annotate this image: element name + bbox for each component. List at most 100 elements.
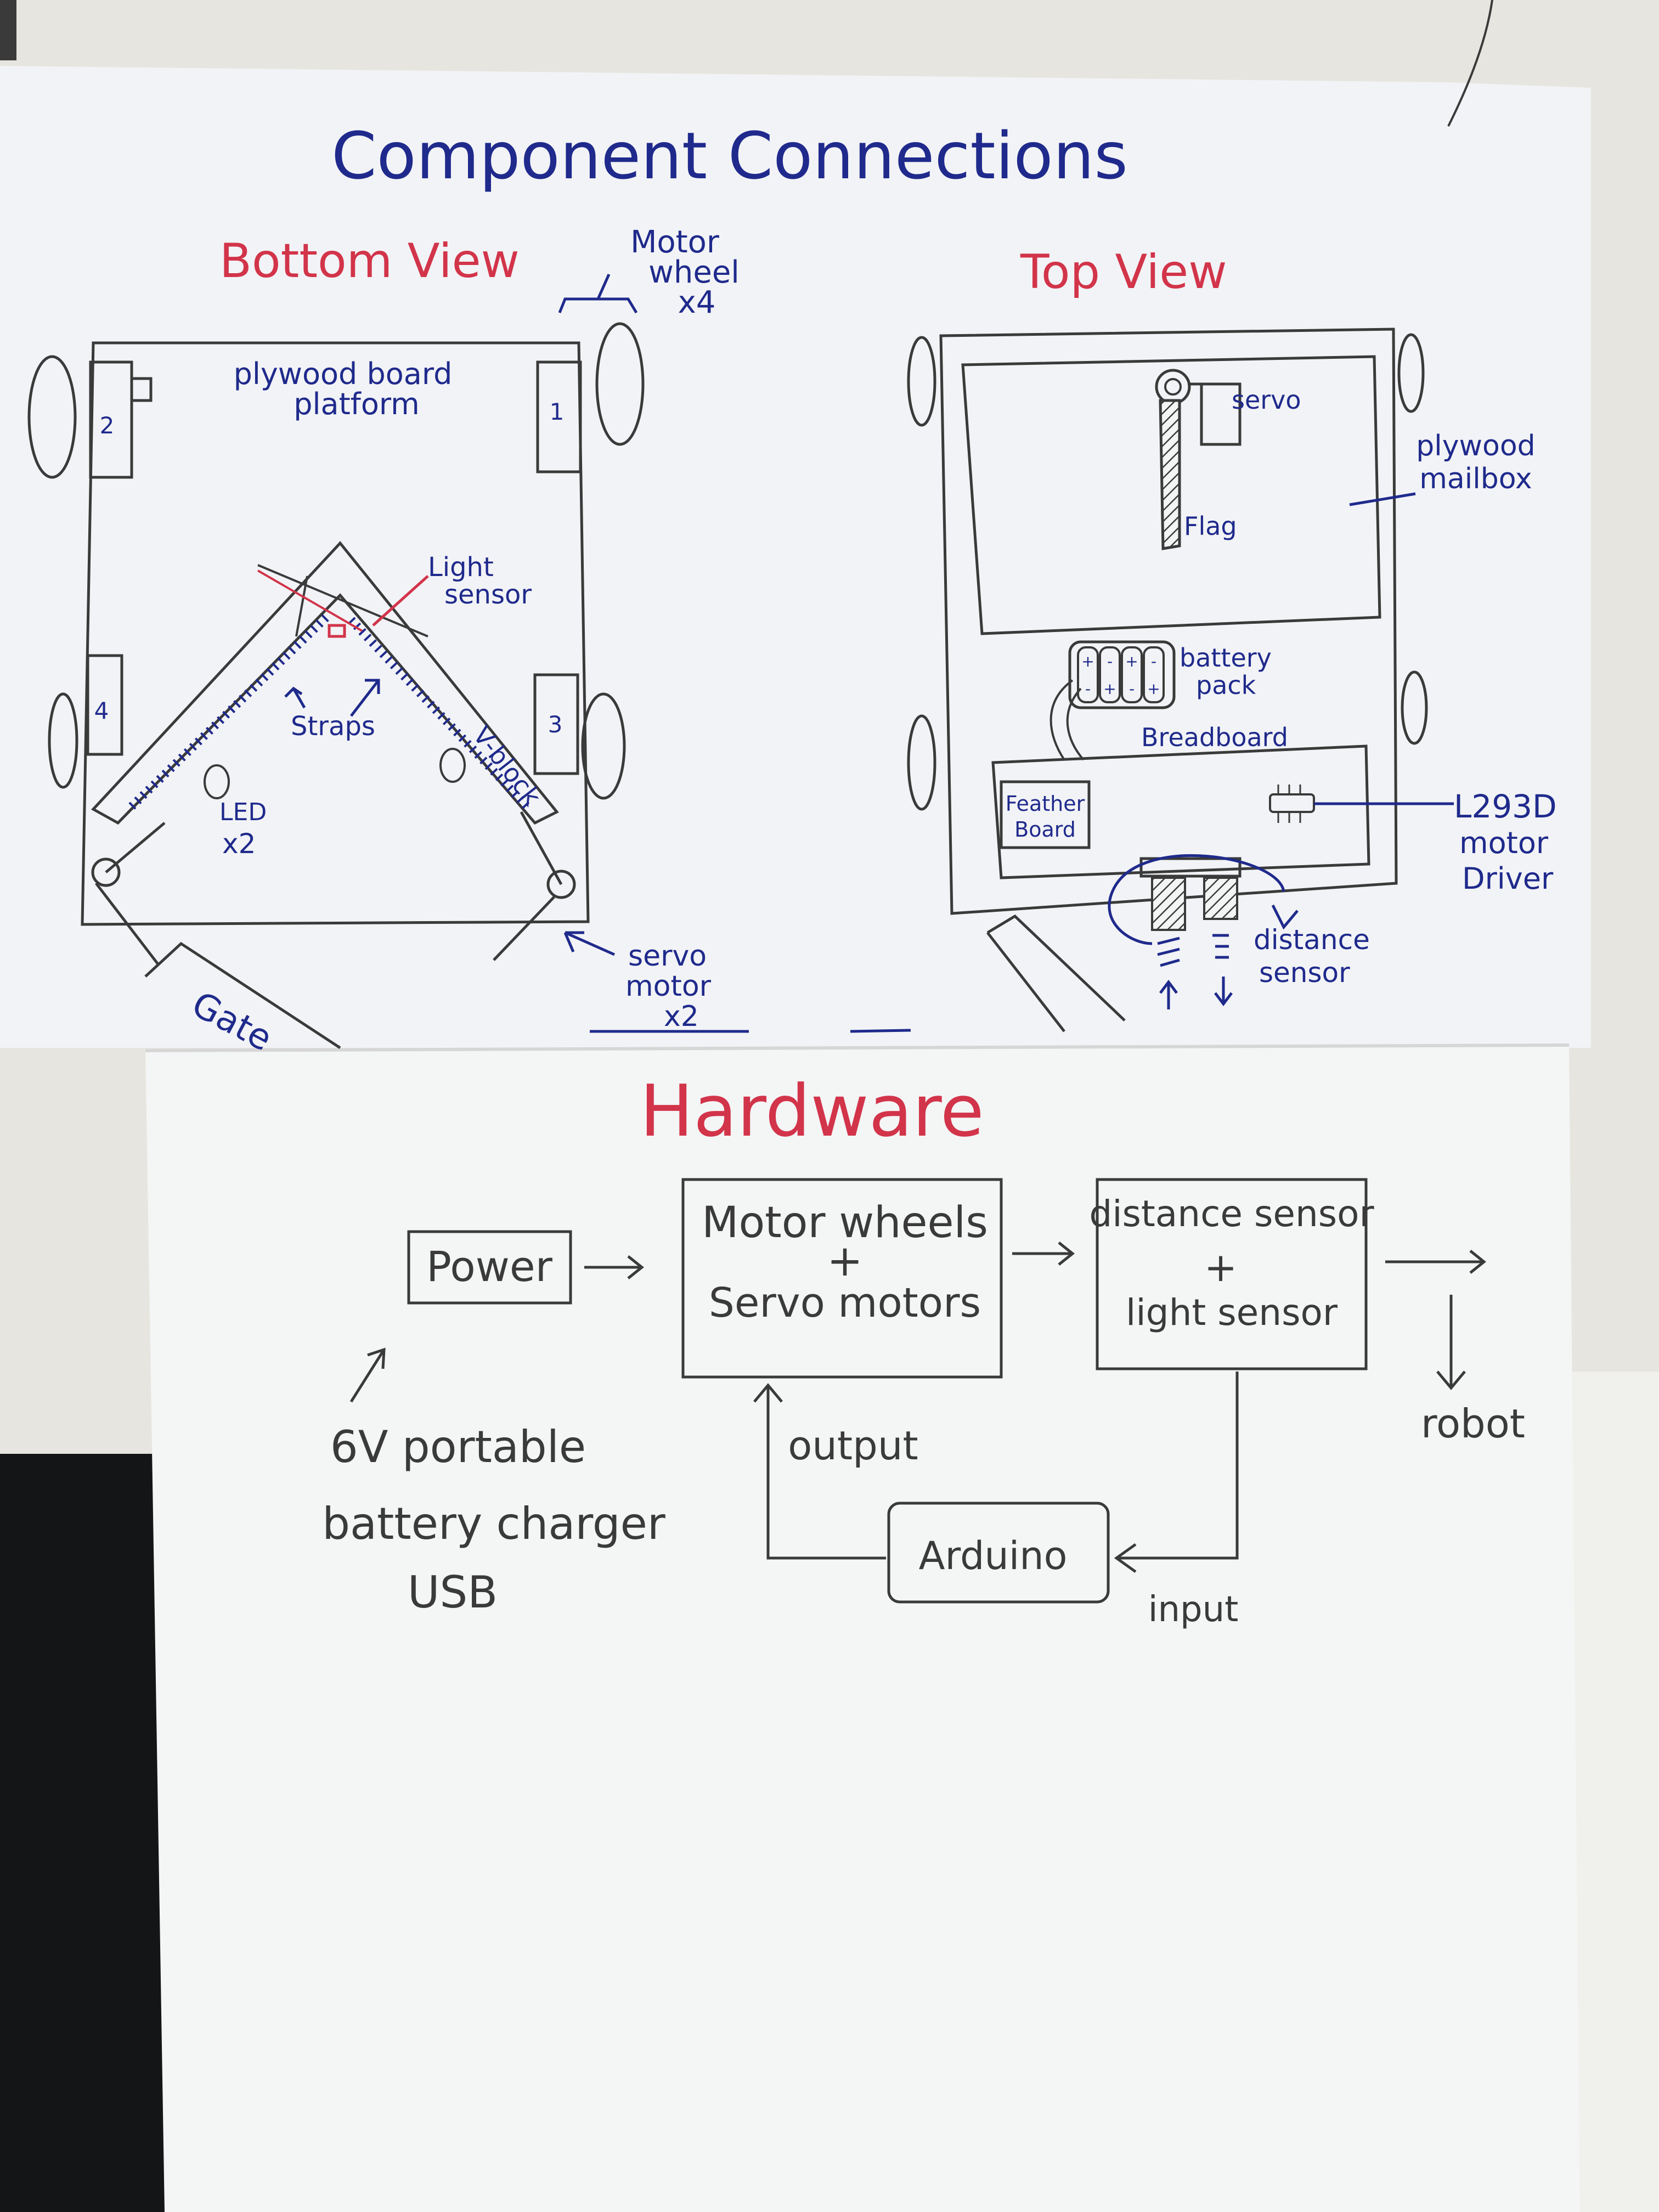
motor-3: 3 bbox=[533, 673, 626, 800]
charger-label-line2: battery charger bbox=[322, 1498, 665, 1549]
bottom-view-diagram: Bottom View Motor wheel x4 plywood board… bbox=[27, 224, 740, 1059]
bottom-paper-sheet bbox=[145, 1043, 1580, 2212]
light-sensor-mark bbox=[328, 624, 346, 638]
motor-number-4: 4 bbox=[94, 697, 109, 724]
servo-left bbox=[91, 822, 166, 967]
straps-arrow-2 bbox=[350, 679, 380, 717]
motors-label-line3: Servo motors bbox=[709, 1279, 981, 1327]
wheel-top-left bbox=[907, 336, 936, 427]
flag-servo-hub-inner bbox=[1164, 378, 1182, 396]
motor-wheel-label-line3: x4 bbox=[678, 285, 716, 320]
distance-sensor-eye-left bbox=[1151, 877, 1186, 931]
arrow-sensors-to-arduino bbox=[1114, 1372, 1239, 1573]
arrow-motors-to-sensors bbox=[1012, 1242, 1075, 1266]
servo-motor-label-line1: servo bbox=[628, 940, 707, 973]
top-servo-label: servo bbox=[1232, 385, 1301, 415]
bottom-view-heading: Bottom View bbox=[219, 234, 520, 289]
battery-sign-5: + bbox=[1125, 652, 1138, 670]
battery-label-line1: battery bbox=[1180, 643, 1272, 673]
led-left bbox=[204, 764, 230, 799]
top-view-diagram: Top View plywood mailbox servo Flag + - … bbox=[590, 245, 1557, 1033]
straps-label: Straps bbox=[291, 711, 375, 742]
arrow-to-robot bbox=[1436, 1295, 1466, 1390]
servo-motor-arrow bbox=[563, 931, 616, 956]
l293d-pins bbox=[1277, 785, 1301, 823]
light-sensor-label-line1: Light bbox=[428, 552, 494, 583]
distance-sensor-pointer bbox=[1108, 854, 1285, 945]
light-sensor-label-line2: sensor bbox=[444, 579, 532, 610]
led-label-line1: LED bbox=[219, 798, 267, 826]
battery-cells bbox=[1077, 646, 1165, 703]
arrow-charger-to-power bbox=[349, 1347, 386, 1403]
breadboard bbox=[991, 744, 1370, 879]
battery-sign-8: - bbox=[1151, 652, 1156, 670]
led-right bbox=[439, 748, 466, 783]
motor-4: 4 bbox=[48, 654, 123, 789]
battery-sign-1: + bbox=[1081, 652, 1094, 670]
motor-wheel-label-line2: wheel bbox=[648, 255, 740, 290]
battery-wires bbox=[1049, 679, 1085, 761]
led-label-line2: x2 bbox=[222, 828, 256, 860]
motor-1: 1 bbox=[536, 322, 645, 473]
gate-arm-top bbox=[986, 914, 1126, 1032]
input-label: input bbox=[1148, 1589, 1239, 1630]
gate bbox=[144, 941, 341, 1049]
wheel-bottom-right bbox=[1401, 670, 1428, 745]
arrow-sensors-out bbox=[1385, 1250, 1487, 1274]
edge-pencil-marks bbox=[590, 1029, 911, 1033]
motor-number-2: 2 bbox=[100, 412, 115, 439]
straps-arrow-1 bbox=[284, 686, 306, 709]
hardware-title: Hardware bbox=[640, 1069, 984, 1153]
light-sensor-pointer bbox=[372, 575, 429, 627]
top-paper-sheet bbox=[0, 0, 1591, 1048]
sensor-up-arrow bbox=[1159, 979, 1178, 1009]
arrow-arduino-to-motors bbox=[753, 1383, 886, 1560]
battery-sign-2: - bbox=[1085, 680, 1091, 698]
robot-body bbox=[939, 328, 1398, 915]
distance-sensor-bar bbox=[1139, 857, 1242, 878]
robot-label: robot bbox=[1421, 1401, 1525, 1447]
power-block bbox=[407, 1230, 572, 1305]
hardware-diagram: Hardware Power Motor wheels + Servo moto… bbox=[322, 1069, 1525, 1630]
arrow-power-to-motors bbox=[584, 1255, 645, 1279]
plywood-mailbox bbox=[961, 355, 1381, 635]
battery-sign-7: + bbox=[1147, 680, 1160, 698]
driver-label-line3: Driver bbox=[1462, 861, 1554, 896]
power-label: Power bbox=[426, 1242, 553, 1291]
light-sensor-lead bbox=[257, 569, 363, 632]
feather-board bbox=[1000, 780, 1091, 849]
output-label: output bbox=[788, 1423, 918, 1469]
motors-block bbox=[681, 1178, 1003, 1379]
sheet-title: Component Connections bbox=[331, 118, 1128, 194]
sensors-label-line2: + bbox=[1204, 1244, 1237, 1290]
battery-pack bbox=[1068, 640, 1176, 709]
flag-label: Flag bbox=[1184, 511, 1237, 541]
mailbox-label-line1: plywood bbox=[1416, 430, 1535, 462]
platform-label-line2: platform bbox=[294, 387, 419, 421]
motors-label-line1: Motor wheels bbox=[702, 1198, 988, 1248]
battery-sign-3: + bbox=[1103, 680, 1116, 698]
battery-sign-6: - bbox=[1129, 680, 1135, 698]
battery-label-line2: pack bbox=[1196, 670, 1256, 700]
distance-sensor-label-line2: sensor bbox=[1259, 957, 1350, 989]
distance-sensor-eye-right bbox=[1203, 877, 1238, 920]
feather-label-line2: Board bbox=[1014, 817, 1076, 842]
charger-label-line1: 6V portable bbox=[330, 1421, 586, 1472]
driver-label-line1: L293D bbox=[1454, 788, 1557, 825]
driver-label-line2: motor bbox=[1459, 826, 1549, 860]
charger-label-line3: USB bbox=[408, 1567, 498, 1618]
mailbox-label-line2: mailbox bbox=[1419, 462, 1532, 495]
wheel-top-right bbox=[1397, 333, 1425, 413]
arduino-label: Arduino bbox=[919, 1533, 1068, 1578]
distance-sensor-label-line1: distance bbox=[1254, 924, 1370, 956]
feather-label-line1: Feather bbox=[1006, 792, 1085, 816]
flag bbox=[1159, 399, 1181, 550]
arduino-block bbox=[887, 1502, 1110, 1604]
sensors-label-line3: light sensor bbox=[1126, 1291, 1338, 1334]
motor-number-1: 1 bbox=[550, 398, 565, 425]
mailbox-pointer bbox=[1349, 492, 1416, 506]
sensor-down-arrow bbox=[1214, 977, 1233, 1007]
sensor-signal-waves bbox=[1157, 934, 1229, 967]
wheel-bottom-left bbox=[907, 714, 936, 811]
top-view-heading: Top View bbox=[1020, 245, 1227, 300]
